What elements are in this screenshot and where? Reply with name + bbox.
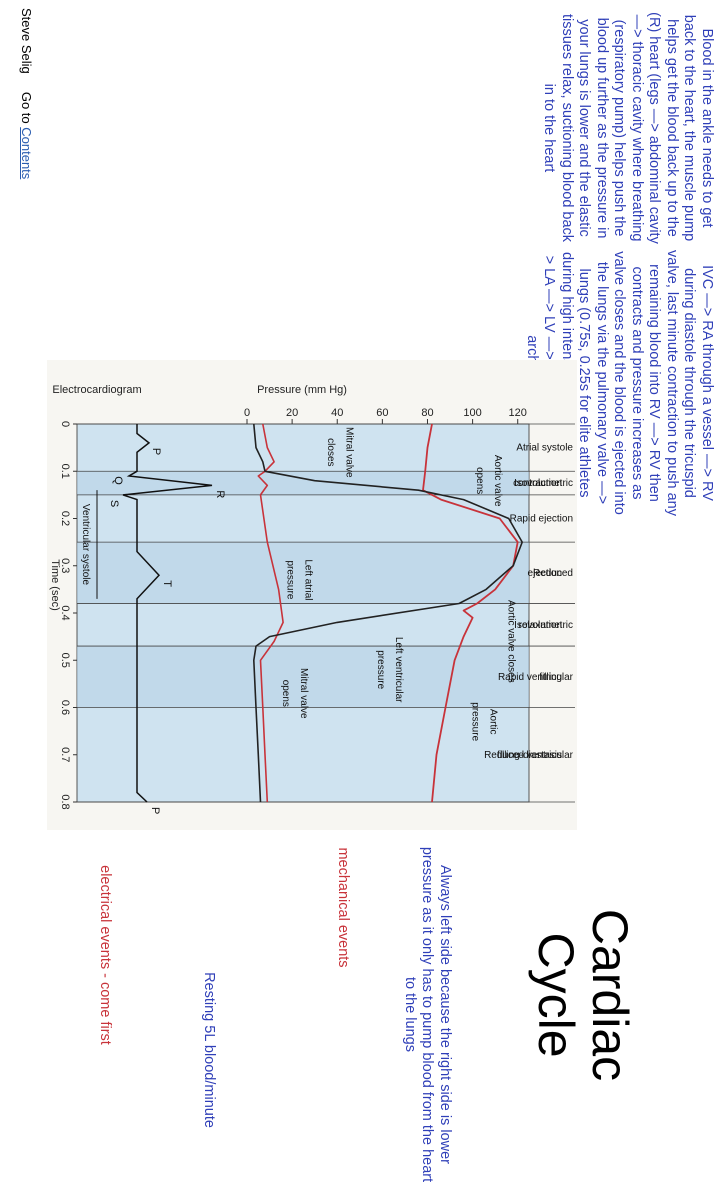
ecg-wave-label: P xyxy=(150,448,162,455)
phase-label: Rapid ventricular xyxy=(498,672,574,683)
pressure-tick-label: 0 xyxy=(244,407,250,419)
ecg-wave-label: Q xyxy=(112,476,124,485)
phase-label: Reduced ventricular xyxy=(484,750,574,761)
author-name: Steve Selig xyxy=(19,8,34,74)
mitral-valve-opens-label: opens xyxy=(280,680,291,707)
time-tick-label: 0.3 xyxy=(59,558,71,573)
pressure-tick-label: 60 xyxy=(376,407,388,419)
time-tick-label: 0.2 xyxy=(59,511,71,526)
ecg-trace xyxy=(122,424,213,803)
phase-band xyxy=(77,471,529,495)
pressure-tick-label: 100 xyxy=(463,407,481,419)
aortic-valve-opens-label: opens xyxy=(474,467,485,494)
ecg-wave-label: T xyxy=(161,580,173,587)
aortic-valve-closes-label: Aortic valve closes xyxy=(506,600,517,683)
phase-label: contraction xyxy=(513,478,562,489)
left-ventricular-pressure-curve xyxy=(253,423,523,803)
venous-return-note: Blood in the ankle needs to get back to … xyxy=(541,12,716,244)
phase-label: filling-diastasis xyxy=(497,750,562,761)
slide-title: Cardiac Cycle xyxy=(528,908,638,1082)
ventricular-systole-label: Ventricular systole xyxy=(80,504,91,586)
time-tick-label: 0.5 xyxy=(59,653,71,668)
pressure-tick-label: 80 xyxy=(421,407,433,419)
phase-label: relaxation xyxy=(519,620,562,631)
aortic-pressure-label: pressure xyxy=(470,702,481,741)
lv-pressure-label: Left ventricular xyxy=(393,637,404,703)
pressure-tick-label: 20 xyxy=(286,407,298,419)
time-tick-label: 0.8 xyxy=(59,794,71,809)
lv-pressure-label: pressure xyxy=(375,650,386,689)
time-tick-label: 0.7 xyxy=(59,747,71,762)
left-atrial-pressure-label: Left atrial xyxy=(303,559,314,600)
phase-band xyxy=(77,646,529,708)
pressure-tick-label: 120 xyxy=(509,407,527,419)
phase-label: ejection xyxy=(528,568,562,579)
pressure-tick-label: 40 xyxy=(331,407,343,419)
aortic-valve-opens-label: Aortic valve xyxy=(492,455,503,507)
electrical-events-label: electrical events - come first xyxy=(97,865,113,1045)
plot-area: Atrial systoleIsovolumetriccontractionRa… xyxy=(59,407,575,814)
mechanical-events-label: mechanical events xyxy=(335,847,351,968)
contents-link[interactable]: Contents xyxy=(19,127,34,180)
footer: Steve Selig Go to Contents xyxy=(19,8,34,179)
time-tick-label: 0.1 xyxy=(59,464,71,479)
time-tick-label: 0 xyxy=(59,421,71,427)
mitral-valve-closes-label: closes xyxy=(325,438,336,466)
ecg-wave-label: R xyxy=(214,490,226,498)
phase-label: Reduced xyxy=(533,568,573,579)
phase-label: Isovolumetric xyxy=(514,478,573,489)
ecg-wave-label: S xyxy=(108,500,120,507)
ecg-wave-label: P xyxy=(149,807,161,814)
goto-label: Go to xyxy=(19,91,34,124)
resting-note: Resting 5L blood/minute xyxy=(201,972,217,1128)
phase-label: Rapid ejection xyxy=(510,514,573,525)
left-side-note: Always left side because the right side … xyxy=(402,846,453,1183)
mitral-valve-closes-label: Mitral valve xyxy=(343,427,354,478)
aortic-pressure-label: Aortic xyxy=(488,709,499,735)
time-axis-label: Time (sec) xyxy=(49,559,61,611)
phase-label: Isovolumetric xyxy=(514,620,573,631)
left-atrial-pressure-label: pressure xyxy=(285,560,296,599)
time-tick-label: 0.4 xyxy=(59,605,71,620)
cardiac-cycle-figure: Pressure (mm Hg) Electrocardiogram Time … xyxy=(47,360,577,830)
phase-label: filling xyxy=(539,672,562,683)
phase-band xyxy=(77,542,529,604)
aortic-pressure-curve xyxy=(422,423,519,803)
time-tick-label: 0.6 xyxy=(59,700,71,715)
ecg-axis-label: Electrocardiogram xyxy=(52,384,141,396)
pressure-axis-label: Pressure (mm Hg) xyxy=(257,384,347,396)
left-atrial-pressure-curve xyxy=(257,423,284,803)
mitral-valve-opens-label: Mitral valve xyxy=(298,668,309,719)
phase-label: Atrial systole xyxy=(516,443,573,454)
